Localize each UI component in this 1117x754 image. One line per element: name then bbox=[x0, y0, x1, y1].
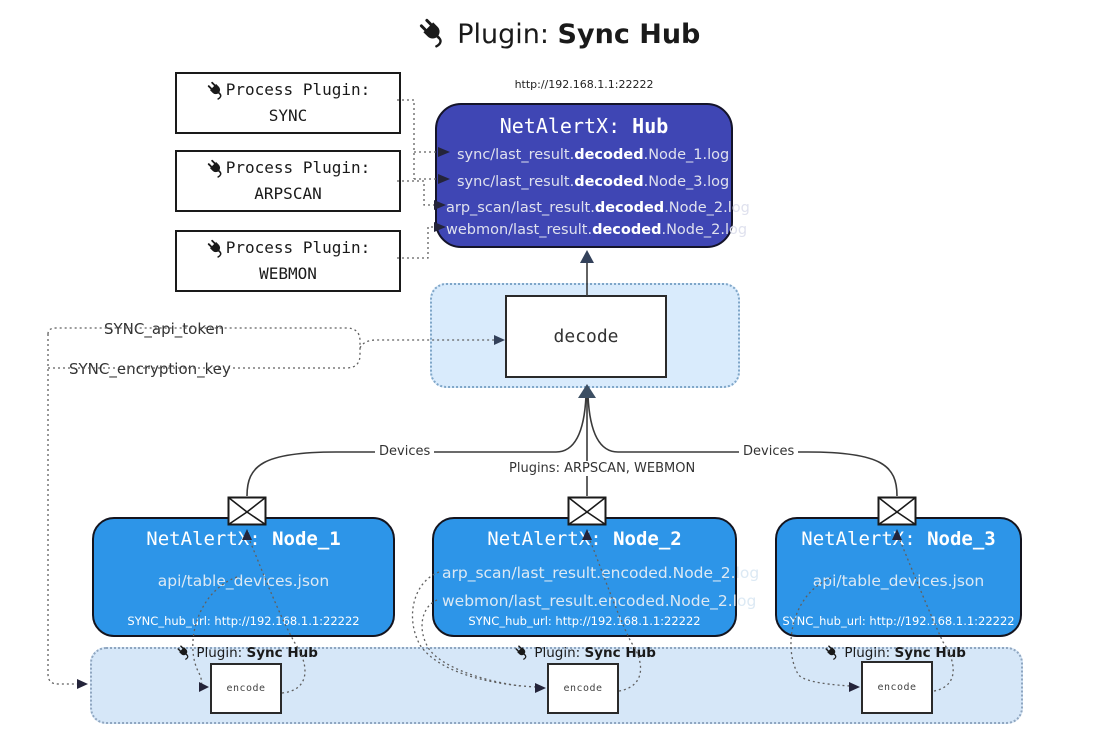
sync-plugin-badge: Plugin: Sync Hub bbox=[147, 644, 347, 661]
process-plugin-arpscan: Process Plugin: ARPSCAN bbox=[175, 150, 401, 212]
node-file: webmon/last_result.encoded.Node_2.log bbox=[442, 592, 757, 610]
process-plugin-sync: Process Plugin: SYNC bbox=[175, 72, 401, 134]
node-hub-url: SYNC_hub_url: http://192.168.1.1:22222 bbox=[468, 614, 701, 628]
node-hub-url: SYNC_hub_url: http://192.168.1.1:22222 bbox=[782, 614, 1015, 628]
process-plugin-webmon: Process Plugin: WEBMON bbox=[175, 230, 401, 292]
hub-log-row: arp_scan/last_result.decoded.Node_2.log bbox=[446, 200, 750, 216]
node-1-box: NetAlertX: Node_1 api/table_devices.json… bbox=[92, 517, 395, 637]
process-plugin-label: Process Plugin: bbox=[225, 238, 371, 257]
node-title: NetAlertX: Node_1 bbox=[146, 528, 341, 550]
hub-box: NetAlertX: Hub sync/last_result.decoded.… bbox=[435, 103, 750, 248]
hub-log-row: webmon/last_result.decoded.Node_2.log bbox=[446, 222, 748, 238]
edge-label-devices-right: Devices bbox=[739, 444, 799, 459]
process-plugin-name: SYNC bbox=[268, 106, 308, 125]
node-title: NetAlertX: Node_3 bbox=[801, 528, 996, 550]
setting-api-token: SYNC_api_token bbox=[101, 320, 228, 338]
process-plugin-name: WEBMON bbox=[259, 264, 317, 283]
node-file: arp_scan/last_result.encoded.Node_2.log bbox=[442, 564, 760, 582]
node-file: api/table_devices.json bbox=[157, 572, 330, 590]
hub-url: http://192.168.1.1:22222 bbox=[514, 78, 654, 91]
encode-box: encode bbox=[210, 663, 282, 714]
decode-box: decode bbox=[505, 295, 667, 378]
hub-log-row: sync/last_result.decoded.Node_3.log bbox=[457, 174, 730, 190]
plug-icon bbox=[514, 644, 530, 660]
node-title: NetAlertX: Node_2 bbox=[487, 528, 682, 550]
plug-icon bbox=[206, 80, 226, 100]
hub-log-row: sync/last_result.decoded.Node_1.log bbox=[457, 147, 730, 163]
envelope-icon bbox=[567, 496, 607, 526]
plug-icon bbox=[824, 644, 840, 660]
page-title: Plugin: Sync Hub bbox=[0, 16, 1117, 50]
envelope-icon bbox=[877, 496, 917, 526]
sync-plugin-badge: Plugin: Sync Hub bbox=[795, 644, 995, 661]
edge-label-plugins: Plugins: ARPSCAN, WEBMON bbox=[505, 461, 700, 476]
title-name: Sync Hub bbox=[557, 19, 701, 50]
envelope-icon bbox=[227, 496, 267, 526]
process-plugin-label: Process Plugin: bbox=[225, 158, 371, 177]
process-plugin-name: ARPSCAN bbox=[254, 184, 322, 203]
plug-icon bbox=[206, 158, 226, 178]
hub-title: NetAlertX: Hub bbox=[499, 114, 669, 138]
plug-icon bbox=[206, 238, 226, 258]
plug-icon bbox=[417, 16, 449, 48]
edge-label-devices-left: Devices bbox=[375, 444, 435, 459]
node-2-box: NetAlertX: Node_2 arp_scan/last_result.e… bbox=[432, 517, 759, 637]
plug-icon bbox=[176, 644, 192, 660]
node-3-box: NetAlertX: Node_3 api/table_devices.json… bbox=[775, 517, 1022, 637]
sync-plugin-badge: Plugin: Sync Hub bbox=[485, 644, 685, 661]
title-label: Plugin: bbox=[457, 19, 549, 50]
encode-box: encode bbox=[861, 661, 933, 714]
encode-box: encode bbox=[547, 663, 619, 714]
node-file: api/table_devices.json bbox=[812, 572, 985, 590]
node-hub-url: SYNC_hub_url: http://192.168.1.1:22222 bbox=[127, 614, 360, 628]
process-plugin-label: Process Plugin: bbox=[225, 80, 371, 99]
setting-encryption-key: SYNC_encryption_key bbox=[66, 360, 234, 378]
